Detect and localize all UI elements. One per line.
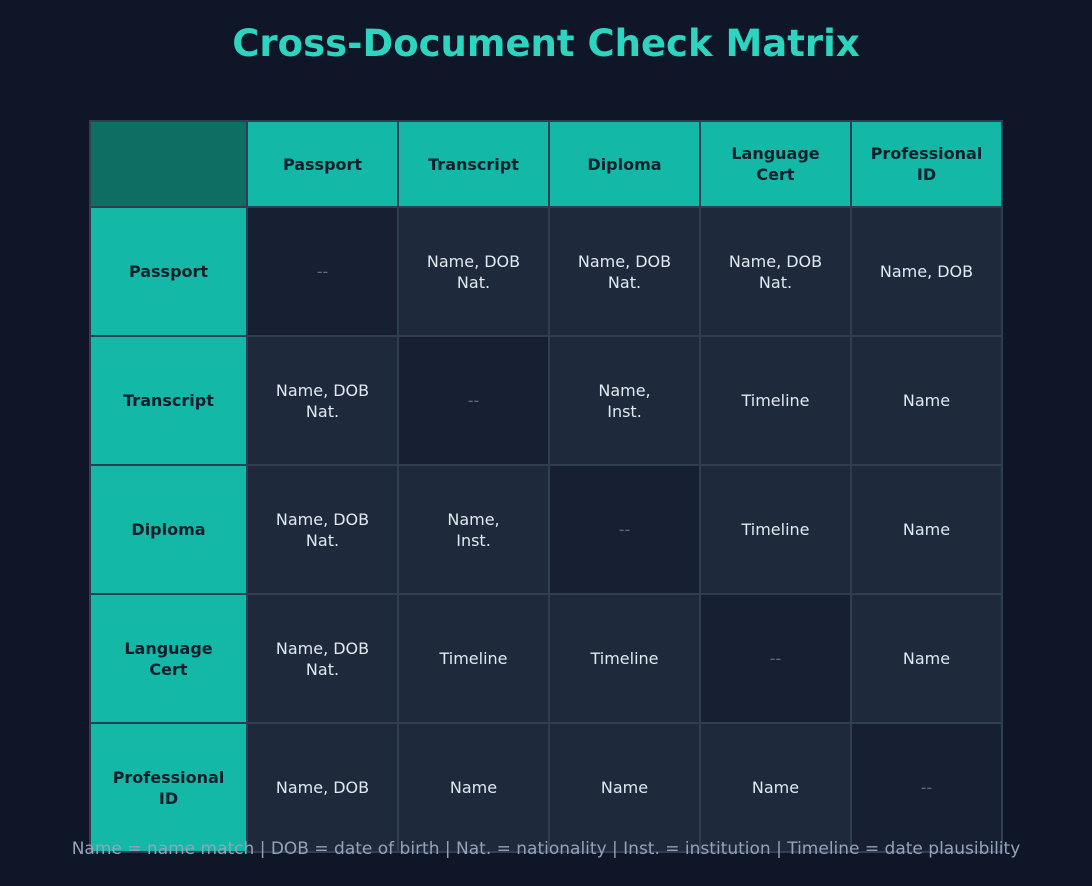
cell-value: Timeline — [741, 520, 810, 539]
column-header-label: Diploma — [587, 154, 662, 174]
matrix-cell-diagonal: -- — [699, 593, 852, 724]
matrix-cell: Name — [850, 464, 1003, 595]
matrix-corner-cell — [89, 120, 248, 208]
matrix-cell-diagonal: -- — [246, 206, 399, 337]
cell-value: Name — [449, 778, 498, 797]
row-header-label: Diploma — [131, 520, 206, 539]
cell-value: Timeline — [590, 649, 659, 668]
cell-value: Name,Inst. — [598, 380, 651, 421]
cell-value: Name — [902, 649, 951, 668]
cell-value: Name,Inst. — [447, 509, 500, 550]
cell-value: Name — [751, 778, 800, 797]
matrix-cell: Name,Inst. — [397, 464, 550, 595]
column-header-label: Transcript — [428, 154, 519, 174]
page-title: Cross-Document Check Matrix — [232, 22, 860, 65]
column-header: Diploma — [548, 120, 701, 208]
matrix-cell: Name — [850, 335, 1003, 466]
column-header-label: Passport — [282, 154, 363, 174]
matrix-cell-diagonal: -- — [850, 722, 1003, 853]
row-header: Passport — [89, 206, 248, 337]
matrix-cell: Name — [850, 593, 1003, 724]
cell-value: Name, DOB — [879, 262, 974, 281]
matrix-cell: Name, DOB — [246, 722, 399, 853]
matrix-cell: Name,Inst. — [548, 335, 701, 466]
cell-value: -- — [769, 649, 782, 668]
cell-value: Name — [902, 391, 951, 410]
matrix-cell: Name, DOB — [850, 206, 1003, 337]
cell-value: Name — [600, 778, 649, 797]
matrix-cell-diagonal: -- — [397, 335, 550, 466]
row-header: Diploma — [89, 464, 248, 595]
cell-value: -- — [920, 778, 933, 797]
legend: Name = name match | DOB = date of birth … — [71, 839, 1021, 859]
cell-value: Timeline — [741, 391, 810, 410]
row-header: Transcript — [89, 335, 248, 466]
cell-value: -- — [618, 520, 631, 539]
matrix-cell: Name — [397, 722, 550, 853]
matrix-cell: Timeline — [699, 335, 852, 466]
cell-value: Name, DOB — [275, 778, 370, 797]
cell-value: -- — [467, 391, 480, 410]
matrix-cell: Name — [548, 722, 701, 853]
cell-value: -- — [316, 262, 329, 281]
matrix-cell: Timeline — [548, 593, 701, 724]
matrix-cell: Timeline — [397, 593, 550, 724]
column-header: Transcript — [397, 120, 550, 208]
column-header: Passport — [246, 120, 399, 208]
matrix-cell-diagonal: -- — [548, 464, 701, 595]
matrix-cell: Name — [699, 722, 852, 853]
row-header-label: Passport — [128, 262, 209, 281]
cell-value: Name — [902, 520, 951, 539]
row-header-label: Transcript — [123, 391, 214, 410]
cell-value: Timeline — [439, 649, 508, 668]
matrix-cell: Timeline — [699, 464, 852, 595]
